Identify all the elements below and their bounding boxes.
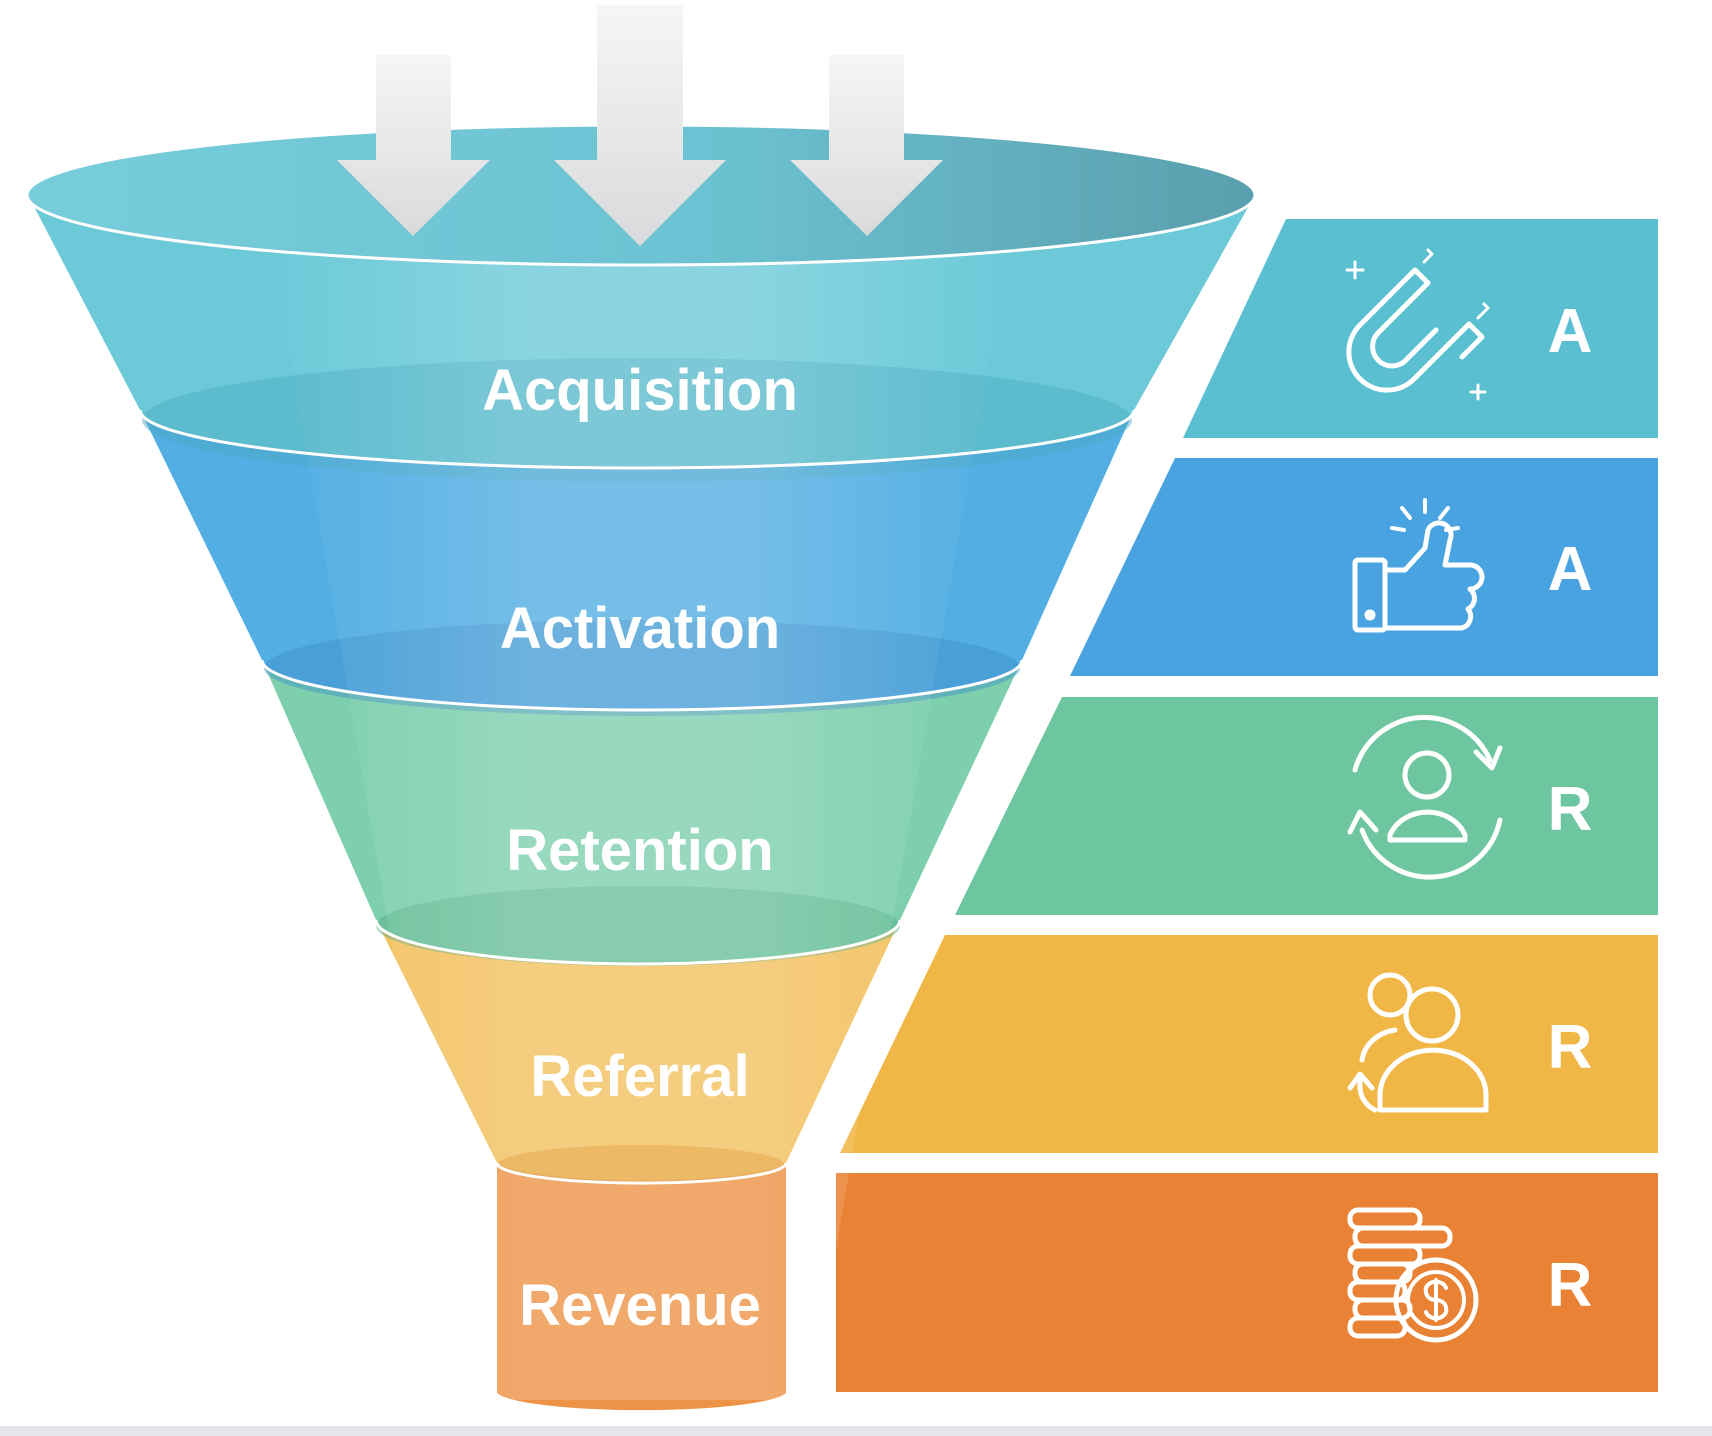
inflow-arrows	[337, 5, 943, 246]
band-revenue	[836, 1173, 1658, 1392]
stage-label-retention: Retention	[506, 818, 773, 883]
bottom-bar	[0, 1426, 1712, 1436]
users-referral-icon	[1347, 972, 1489, 1113]
band-acquisition	[1183, 219, 1658, 438]
band-activation	[1070, 458, 1658, 676]
down-arrow-icon	[554, 5, 726, 246]
band-retention	[955, 697, 1658, 915]
down-arrow-icon	[790, 55, 943, 236]
stage-label-acquisition: Acquisition	[482, 358, 798, 423]
stage-letter-activation: A	[1548, 535, 1593, 604]
coins-dollar-icon	[1347, 1207, 1479, 1343]
stage-letter-referral: R	[1548, 1013, 1593, 1082]
magnet-icon	[1345, 248, 1490, 401]
band-referral	[840, 935, 1658, 1153]
stage-bands	[836, 219, 1658, 1392]
stage-letter-revenue: R	[1548, 1251, 1593, 1320]
stage-label-activation: Activation	[500, 596, 780, 661]
stage-letter-retention: R	[1548, 775, 1593, 844]
down-arrow-icon	[337, 55, 490, 236]
thumbs-up-icon	[1352, 498, 1485, 633]
stage-label-revenue: Revenue	[519, 1273, 761, 1338]
funnel	[25, 123, 1257, 1411]
stage-label-referral: Referral	[530, 1044, 749, 1109]
user-cycle-icon	[1347, 715, 1503, 880]
stage-letter-acquisition: A	[1548, 297, 1593, 366]
